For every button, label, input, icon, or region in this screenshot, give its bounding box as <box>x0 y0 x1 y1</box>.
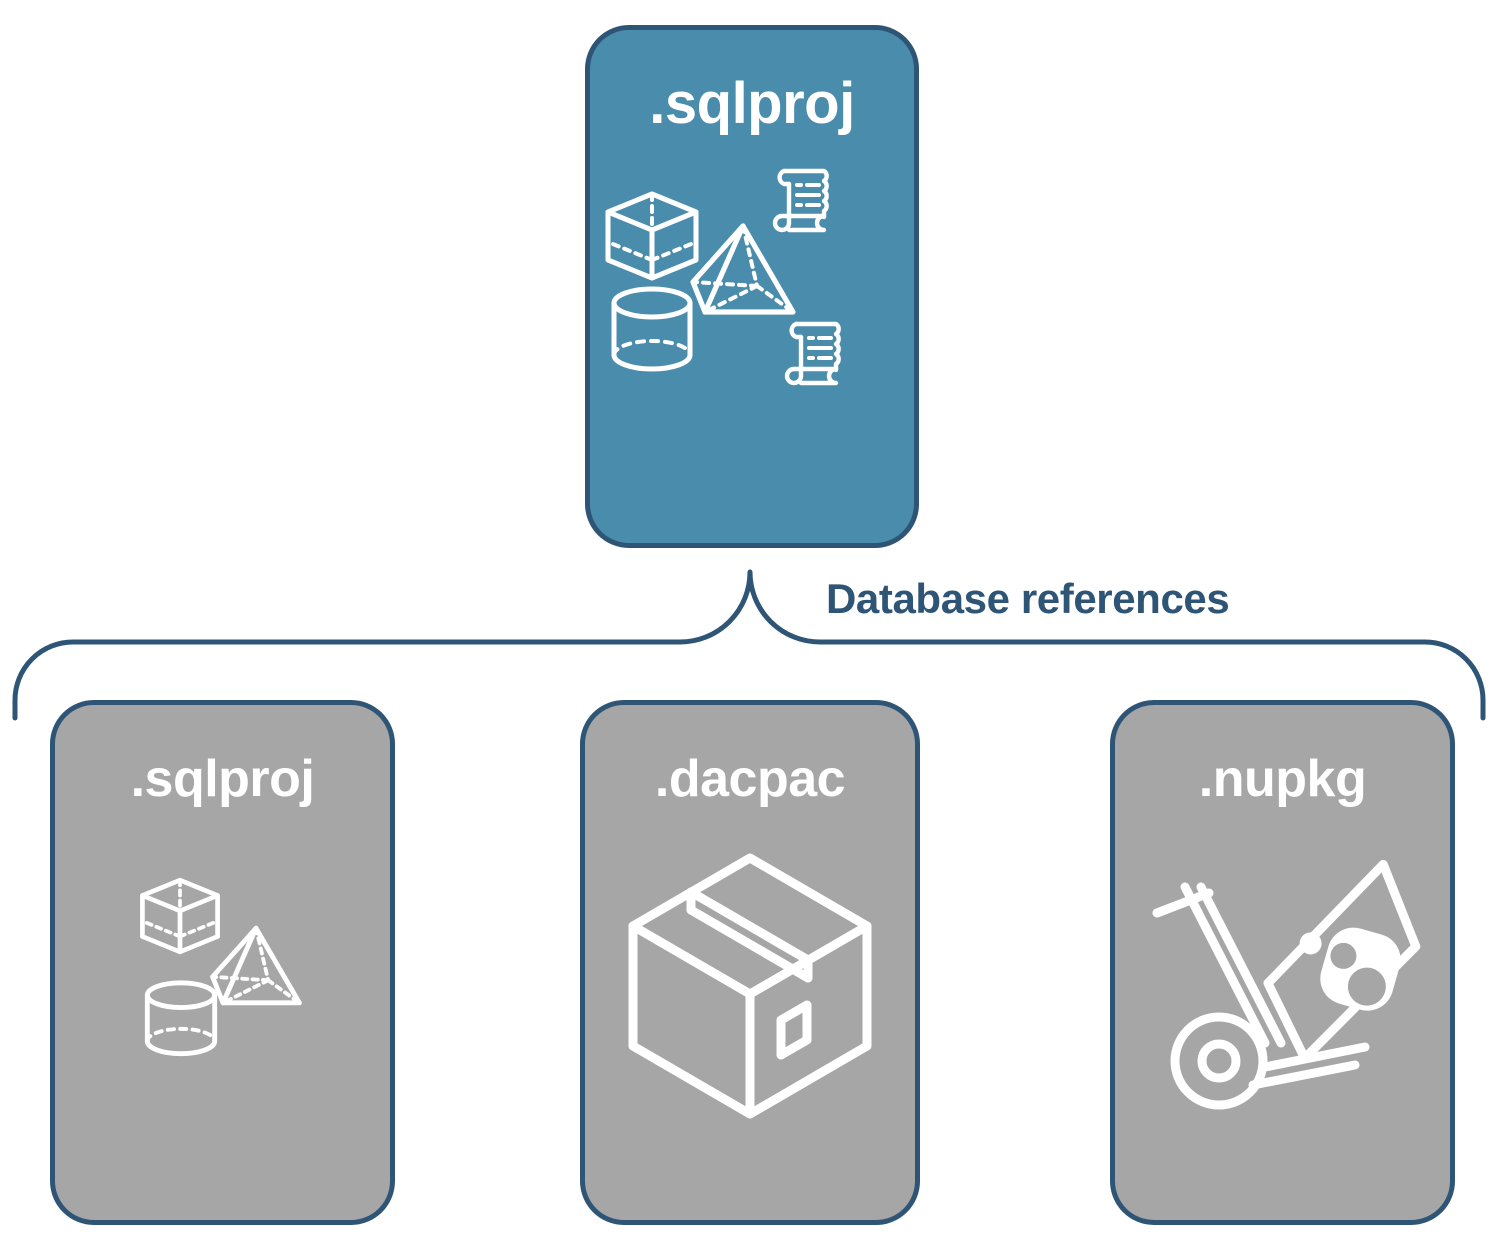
bracket-label-text: Database references <box>818 575 1238 622</box>
cylinder-wireframe-icon <box>144 980 218 1057</box>
child-node-dacpac-icon-area <box>585 805 915 1220</box>
scroll-script-icon <box>784 321 841 386</box>
cylinder-wireframe-icon <box>611 286 693 372</box>
scroll-script-icon <box>772 168 829 233</box>
cube-wireframe-icon <box>140 877 220 955</box>
child-node-dacpac[interactable]: .dacpac <box>580 700 920 1225</box>
root-node-sqlproj[interactable]: .sqlproj <box>585 25 919 548</box>
hand-truck-nuget-package-icon <box>1152 859 1421 1110</box>
root-node-icon-area <box>590 133 914 543</box>
child-node-nupkg[interactable]: .nupkg <box>1110 700 1455 1225</box>
child-node-nupkg-label: .nupkg <box>1198 750 1367 808</box>
child-node-sqlproj-icon-area <box>55 805 390 1220</box>
child-node-nupkg-icon-area <box>1115 805 1450 1220</box>
cube-wireframe-icon <box>605 191 699 281</box>
bracket-label: Database references <box>818 575 1238 622</box>
shipping-box-icon <box>628 853 872 1119</box>
pyramid-wireframe-icon <box>690 223 796 315</box>
pyramid-wireframe-icon <box>210 925 302 1006</box>
child-node-sqlproj-label: .sqlproj <box>130 750 315 808</box>
child-node-sqlproj[interactable]: .sqlproj <box>50 700 395 1225</box>
child-node-dacpac-label: .dacpac <box>654 750 846 808</box>
root-node-label: .sqlproj <box>649 71 855 136</box>
